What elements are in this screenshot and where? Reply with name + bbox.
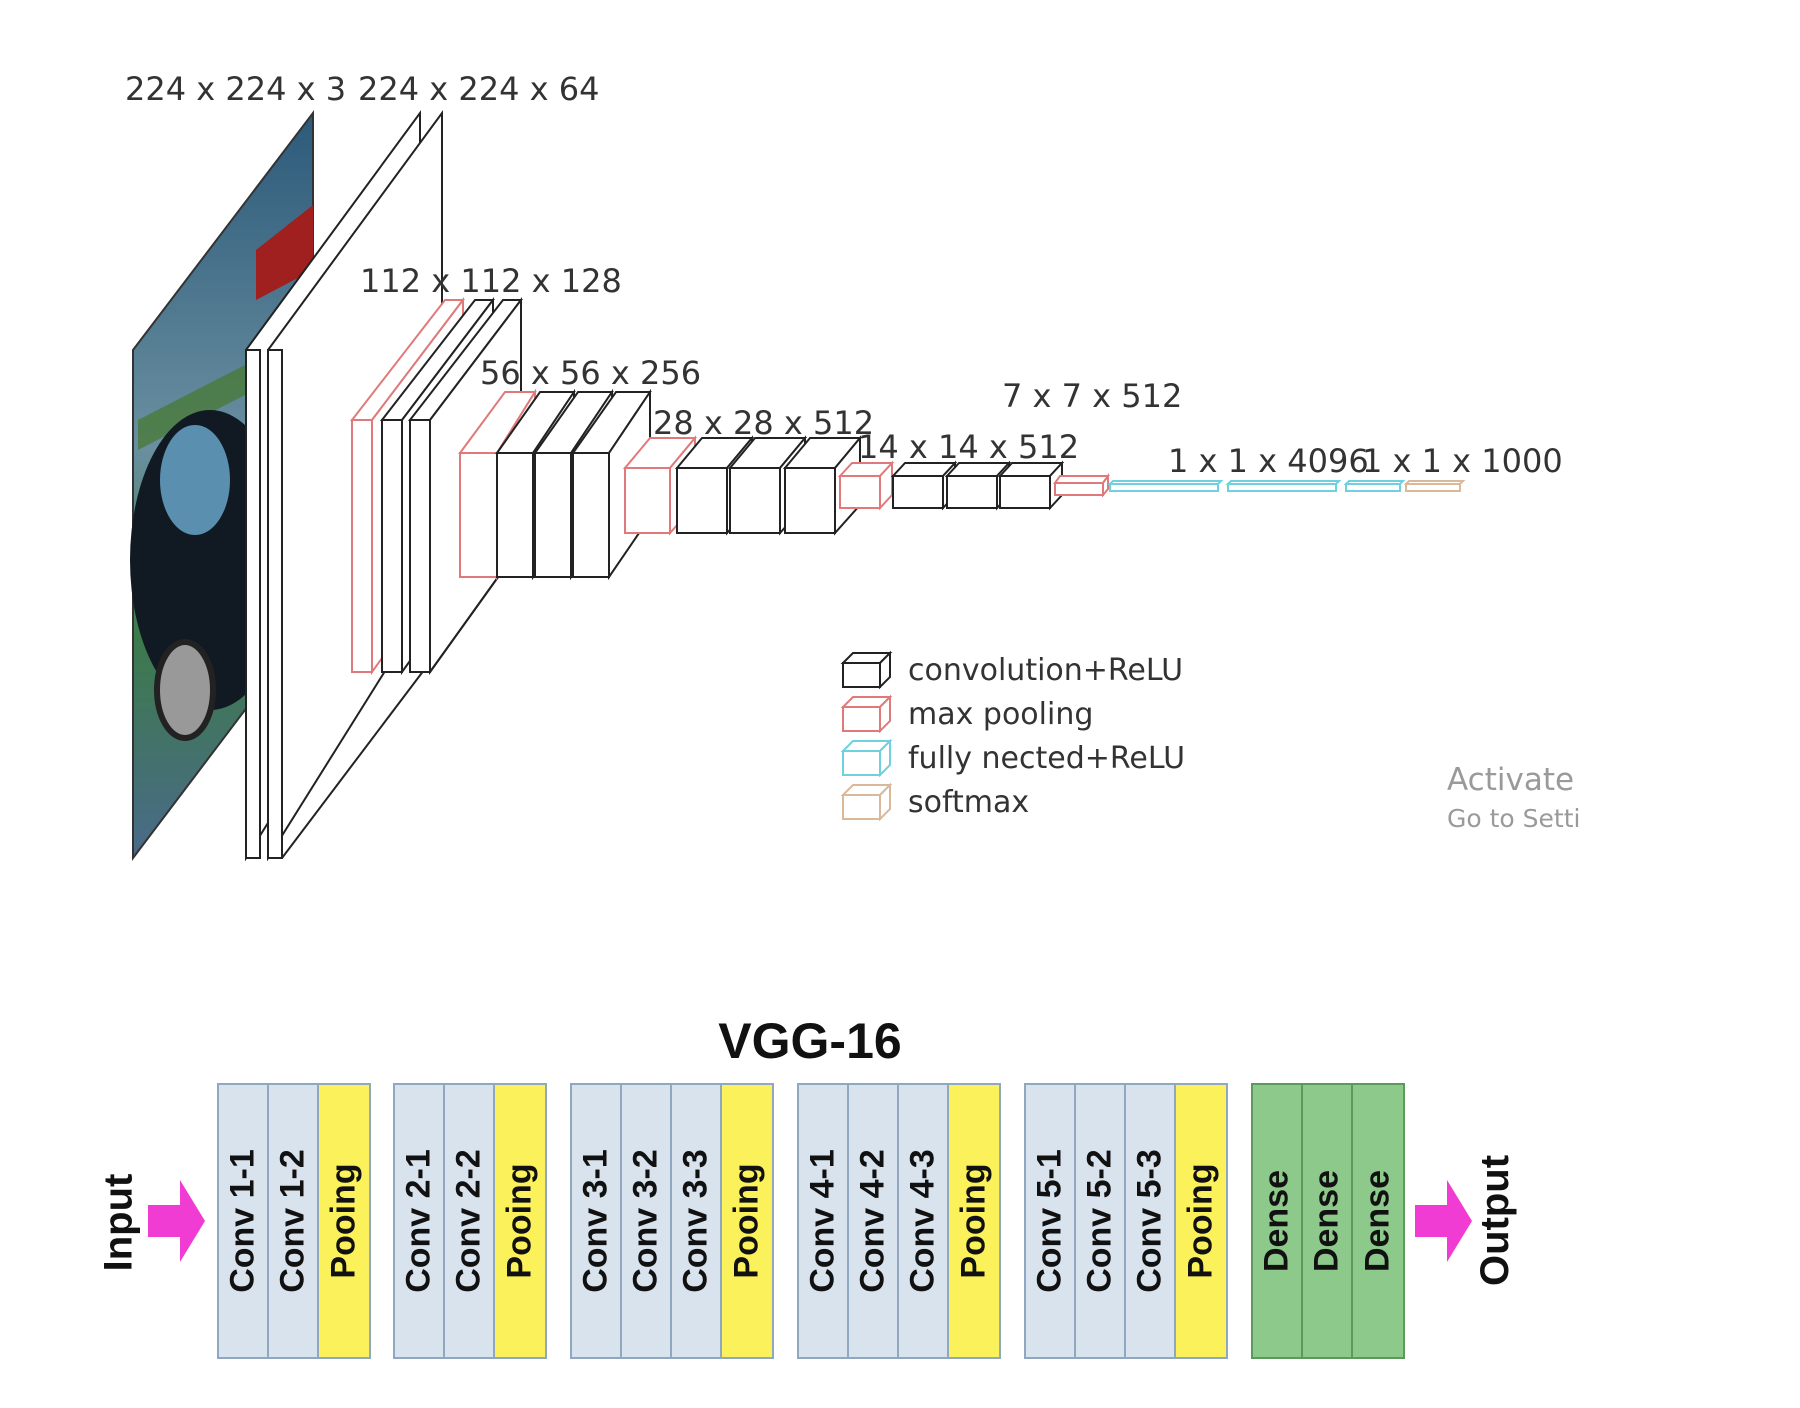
conv-layer: Conv 1-1: [219, 1085, 269, 1357]
conv-block-1: Conv 1-1 Conv 1-2 Pooing: [217, 1083, 371, 1359]
legend-label-softmax: softmax: [908, 785, 1029, 820]
watermark-line2: Go to Setti: [1447, 804, 1580, 833]
pool-layer: Pooing: [1176, 1085, 1226, 1357]
dim-label-conv3: 56 x 56 x 256: [480, 354, 701, 392]
pool-layer-label: Pooing: [1181, 1163, 1220, 1279]
dim-label-conv1: 224 x 224 x 64: [358, 70, 599, 108]
conv-layer-label: Conv 4-3: [903, 1149, 942, 1293]
conv-layer-label: Conv 5-2: [1080, 1149, 1119, 1293]
dense-layer-label: Dense: [1307, 1169, 1346, 1273]
conv-block-4: Conv 4-1 Conv 4-2 Conv 4-3 Pooing: [797, 1083, 1001, 1359]
pool-layer-label: Pooing: [324, 1163, 363, 1279]
dim-label-fc: 1 x 1 x 4096: [1168, 442, 1369, 480]
legend-label-convolution: convolution+ReLU: [908, 653, 1183, 688]
pool-layer: Pooing: [495, 1085, 545, 1357]
conv-layer: Conv 4-1: [799, 1085, 849, 1357]
watermark-line1: Activate: [1447, 762, 1574, 798]
conv-layer: Conv 2-1: [395, 1085, 445, 1357]
legend-item-convolution: convolution+ReLU: [840, 650, 1183, 690]
conv-layer: Conv 5-1: [1026, 1085, 1076, 1357]
conv-layer: Conv 3-3: [672, 1085, 722, 1357]
pool5-block: [1053, 472, 1110, 498]
softmax-block: [1403, 480, 1466, 492]
legend: convolution+ReLU max pooling fully necte…: [840, 650, 1185, 822]
conv-layer-label: Conv 1-2: [273, 1149, 312, 1293]
conv-layer-label: Conv 4-2: [853, 1149, 892, 1293]
conv-block-5: Conv 5-1 Conv 5-2 Conv 5-3 Pooing: [1024, 1083, 1228, 1359]
conv-layer-label: Conv 3-3: [676, 1149, 715, 1293]
pool-layer-label: Pooing: [500, 1163, 539, 1279]
legend-item-softmax: softmax: [840, 782, 1029, 822]
conv-block-3: Conv 3-1 Conv 3-2 Conv 3-3 Pooing: [570, 1083, 774, 1359]
dense-layer-label: Dense: [1257, 1169, 1296, 1273]
legend-label-fully-connected: fully nected+ReLU: [908, 741, 1185, 776]
dim-label-pool5: 7 x 7 x 512: [1002, 377, 1182, 415]
conv-layer-label: Conv 2-2: [449, 1149, 488, 1293]
legend-label-max-pooling: max pooling: [908, 697, 1093, 732]
dense-layer: Dense: [1253, 1085, 1303, 1357]
vgg-title: VGG-16: [718, 1013, 902, 1069]
conv-layer: Conv 4-3: [899, 1085, 949, 1357]
dense-layer: Dense: [1353, 1085, 1403, 1357]
output-label: Output: [1473, 1154, 1518, 1287]
dim-label-conv2: 112 x 112 x 128: [360, 262, 622, 300]
dense-group: Dense Dense Dense: [1251, 1083, 1405, 1359]
conv-layer: Conv 2-2: [445, 1085, 495, 1357]
dim-label-conv5: 14 x 14 x 512: [858, 428, 1079, 466]
dim-label-input: 224 x 224 x 3: [125, 70, 346, 108]
input-label: Input: [96, 1173, 141, 1272]
vgg-architecture-3d-diagram: 224 x 224 x 3 224 x 224 x 64 112 x 112 x…: [125, 70, 1580, 862]
pool-layer-label: Pooing: [727, 1163, 766, 1279]
conv-layer: Conv 3-1: [572, 1085, 622, 1357]
conv-layer-label: Conv 3-2: [626, 1149, 665, 1293]
conv5-block: [837, 460, 1065, 511]
conv-layer-label: Conv 4-1: [803, 1149, 842, 1293]
pool-layer: Pooing: [949, 1085, 999, 1357]
dim-label-softmax: 1 x 1 x 1000: [1362, 442, 1563, 480]
pool-layer: Pooing: [722, 1085, 772, 1357]
conv4-block: [622, 435, 863, 536]
conv-layer: Conv 4-2: [849, 1085, 899, 1357]
dense-layer-label: Dense: [1358, 1169, 1397, 1273]
conv-layer: Conv 3-2: [622, 1085, 672, 1357]
conv-layer: Conv 1-2: [269, 1085, 319, 1357]
legend-item-max-pooling: max pooling: [840, 694, 1093, 734]
conv-block-2: Conv 2-1 Conv 2-2 Pooing: [393, 1083, 547, 1359]
conv-layer-label: Conv 2-1: [399, 1149, 438, 1293]
dense-layer: Dense: [1303, 1085, 1353, 1357]
conv2-block: [349, 297, 524, 676]
conv-layer: Conv 5-2: [1076, 1085, 1126, 1357]
conv-layer-label: Conv 5-3: [1130, 1149, 1169, 1293]
conv-layer-label: Conv 1-1: [223, 1149, 262, 1293]
output-arrow-icon: [1415, 1180, 1472, 1262]
fc-block: [1107, 480, 1406, 492]
dim-label-conv4: 28 x 28 x 512: [653, 404, 874, 442]
conv-layer-label: Conv 5-1: [1030, 1149, 1069, 1293]
conv-layer: Conv 5-3: [1126, 1085, 1176, 1357]
input-arrow-icon: [148, 1180, 205, 1262]
legend-item-fully-connected: fully nected+ReLU: [840, 738, 1185, 778]
conv3-block: [458, 388, 652, 581]
pool-layer-label: Pooing: [954, 1163, 993, 1279]
pool-layer: Pooing: [319, 1085, 369, 1357]
conv-layer-label: Conv 3-1: [576, 1149, 615, 1293]
